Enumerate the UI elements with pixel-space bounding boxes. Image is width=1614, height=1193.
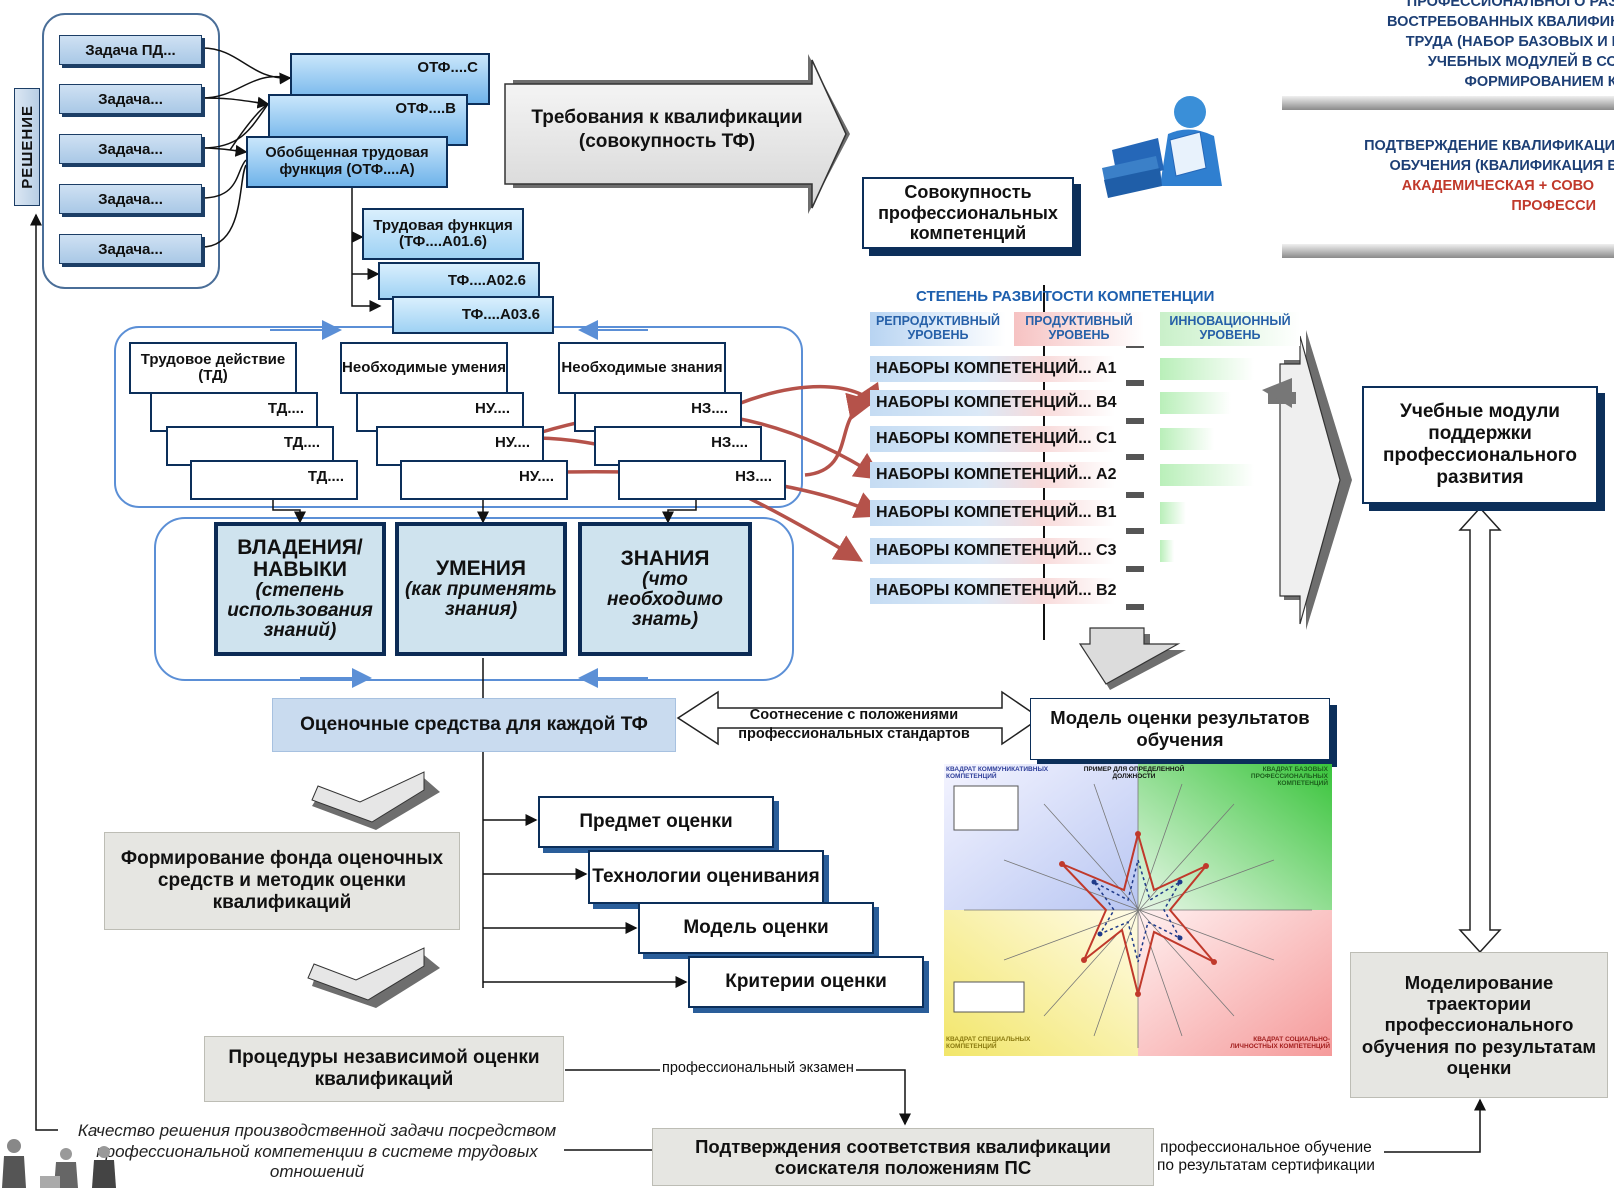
task-panel [42, 13, 220, 289]
ksa-frame [154, 517, 794, 681]
subject-box: Предмет оценки [538, 796, 774, 848]
degree-title: СТЕПЕНЬ РАЗВИТОСТИ КОМПЕТЕНЦИИ [916, 288, 1215, 305]
fund-box: Формирование фонда оценочных средств и м… [104, 832, 460, 930]
skills-box: ВЛАДЕНИЯ/ НАВЫКИ (степень использования … [214, 522, 386, 656]
tf-a02-box: ТФ....А02.6 [378, 262, 540, 300]
level-innovative: ИННОВАЦИОННЫЙ УРОВЕНЬ [1160, 312, 1300, 346]
competence-set-bg [870, 578, 1115, 604]
competence-set-label: НАБОРЫ КОМПЕТЕНЦИЙ... А2 [876, 466, 1117, 483]
radar-chart: КВАДРАТ КОММУНИКАТИВНЫХ КОМПЕТЕНЦИЙ ПРИМ… [944, 764, 1332, 1056]
task-box: Задача... [59, 134, 202, 164]
radar-q-comm: КВАДРАТ КОММУНИКАТИВНЫХ КОМПЕТЕНЦИЙ [946, 766, 1049, 780]
radar-example: ПРИМЕР ДЛЯ ОПРЕДЕЛЕННОЙ ДОЛЖНОСТИ [1083, 766, 1185, 780]
competence-set-row: НАБОРЫ КОМПЕТЕНЦИЙ... В4 [870, 390, 1290, 416]
radar-q-spec: КВАДРАТ СПЕЦИАЛЬНЫХ КОМПЕТЕНЦИЙ [946, 1036, 1031, 1050]
level-reproductive: РЕПРОДУКТИВНЫЙ УРОВЕНЬ [870, 312, 1006, 346]
development-header: ПРОФЕССИОНАЛЬНОГО РАЗВИТИЯ ВОСТРЕБОВАННЫ… [1386, 0, 1614, 90]
otf-a-box: Обобщенная трудовая функция (ОТФ....А) [246, 136, 448, 188]
divider-bar [1282, 96, 1614, 110]
modules-box: Учебные модули поддержки профессионально… [1362, 386, 1598, 504]
trajectory-box: Моделирование траектории профессионально… [1350, 952, 1608, 1098]
competence-set-bg [870, 426, 1115, 452]
innovative-level-fill [1160, 502, 1186, 524]
prof-training-label: профессиональное обучение по результатам… [1157, 1139, 1375, 1174]
assessment-tools-box: Оценочные средства для каждой ТФ [272, 698, 676, 752]
td-header: Трудовое действие (ТД) [129, 342, 297, 394]
competence-set-label: НАБОРЫ КОМПЕТЕНЦИЙ... В1 [876, 504, 1117, 521]
competence-set-label: НАБОРЫ КОМПЕТЕНЦИЙ... С3 [876, 542, 1117, 559]
td-item: ТД.... [190, 460, 358, 500]
competence-set-row: НАБОРЫ КОМПЕТЕНЦИЙ... А2 [870, 462, 1290, 488]
task-box: Задача... [59, 234, 202, 264]
technologies-box: Технологии оценивания [588, 850, 824, 904]
decision-label: РЕШЕНИЕ [14, 88, 40, 206]
task-box: Задача ПД... [59, 35, 202, 65]
reader-icon [1098, 90, 1248, 200]
competence-set-row: НАБОРЫ КОМПЕТЕНЦИЙ... С3 [870, 538, 1290, 564]
competence-set-bg [870, 500, 1115, 526]
procedures-box: Процедуры независимой оценки квалификаци… [204, 1036, 564, 1102]
nu-item: НУ.... [400, 460, 568, 500]
competence-set-bg [870, 462, 1115, 488]
nz-header: Необходимые знания [558, 342, 726, 394]
td-item: ТД.... [150, 392, 318, 432]
innovative-level-fill [1160, 358, 1254, 380]
competence-set-bg [870, 538, 1115, 564]
innovative-level-fill [1160, 540, 1174, 562]
competence-set-label: НАБОРЫ КОМПЕТЕНЦИЙ... В2 [876, 582, 1117, 599]
model-results-box: Модель оценки результатов обучения [1030, 698, 1330, 760]
competence-set-bg [870, 390, 1115, 416]
model-box: Модель оценки [638, 902, 874, 954]
competence-set-label: НАБОРЫ КОМПЕТЕНЦИЙ... С1 [876, 430, 1117, 447]
nu-item: НУ.... [376, 426, 544, 466]
competence-set-row: НАБОРЫ КОМПЕТЕНЦИЙ... А1 [870, 356, 1290, 382]
innovative-level-fill [1160, 428, 1214, 450]
innovative-level-fill [1160, 392, 1231, 414]
divider-bar [1282, 244, 1614, 258]
competences-total-box: Совокупность профессиональных компетенци… [862, 177, 1074, 249]
competence-set-row: НАБОРЫ КОМПЕТЕНЦИЙ... В2 [870, 578, 1290, 604]
correlation-label: Соотнесение с положениями профессиональн… [738, 707, 970, 742]
competence-set-bg [870, 356, 1115, 382]
prof-exam-label: профессиональный экзамен [660, 1060, 856, 1076]
task-box: Задача... [59, 84, 202, 114]
criteria-box: Критерии оценки [688, 956, 924, 1008]
innovative-level-fill [1160, 464, 1254, 486]
nu-header: Необходимые умения [340, 342, 508, 394]
confirm-block: ПОДТВЕРЖДЕНИЕ КВАЛИФИКАЦИИ В ОБУЧЕНИЯ (К… [1364, 138, 1614, 214]
tf-a03-box: ТФ....А03.6 [392, 296, 554, 334]
competence-set-label: НАБОРЫ КОМПЕТЕНЦИЙ... А1 [876, 360, 1117, 377]
abilities-box: УМЕНИЯ (как применять знания) [395, 522, 567, 656]
radar-q-soc: КВАДРАТ СОЦИАЛЬНО-ЛИЧНОСТНЫХ КОМПЕТЕНЦИЙ [1230, 1036, 1330, 1050]
level-productive: ПРОДУКТИВНЫЙ УРОВЕНЬ [1014, 312, 1144, 346]
task-box: Задача... [59, 184, 202, 214]
nz-item: НЗ.... [618, 460, 786, 500]
radar-q-base: КВАДРАТ БАЗОВЫХ ПРОФЕССИОНАЛЬНЫХ КОМПЕТЕ… [1250, 766, 1328, 787]
competence-set-row: НАБОРЫ КОМПЕТЕНЦИЙ... В1 [870, 500, 1290, 526]
people-icon [0, 1136, 130, 1188]
requirements-arrow [504, 59, 847, 209]
tf-a01-box: Трудовая функция (ТФ....А01.6) [362, 208, 524, 260]
confirmation-box: Подтверждения соответствия квалификации … [652, 1128, 1154, 1186]
competence-set-row: НАБОРЫ КОМПЕТЕНЦИЙ... С1 [870, 426, 1290, 452]
competence-set-label: НАБОРЫ КОМПЕТЕНЦИЙ... В4 [876, 394, 1117, 411]
requirements-label: Требования к квалификации (совокупность … [531, 107, 803, 152]
quality-label: Качество решения производственной задачи… [77, 1121, 557, 1182]
knowledge-box: ЗНАНИЯ (что необходимо знать) [578, 522, 752, 656]
